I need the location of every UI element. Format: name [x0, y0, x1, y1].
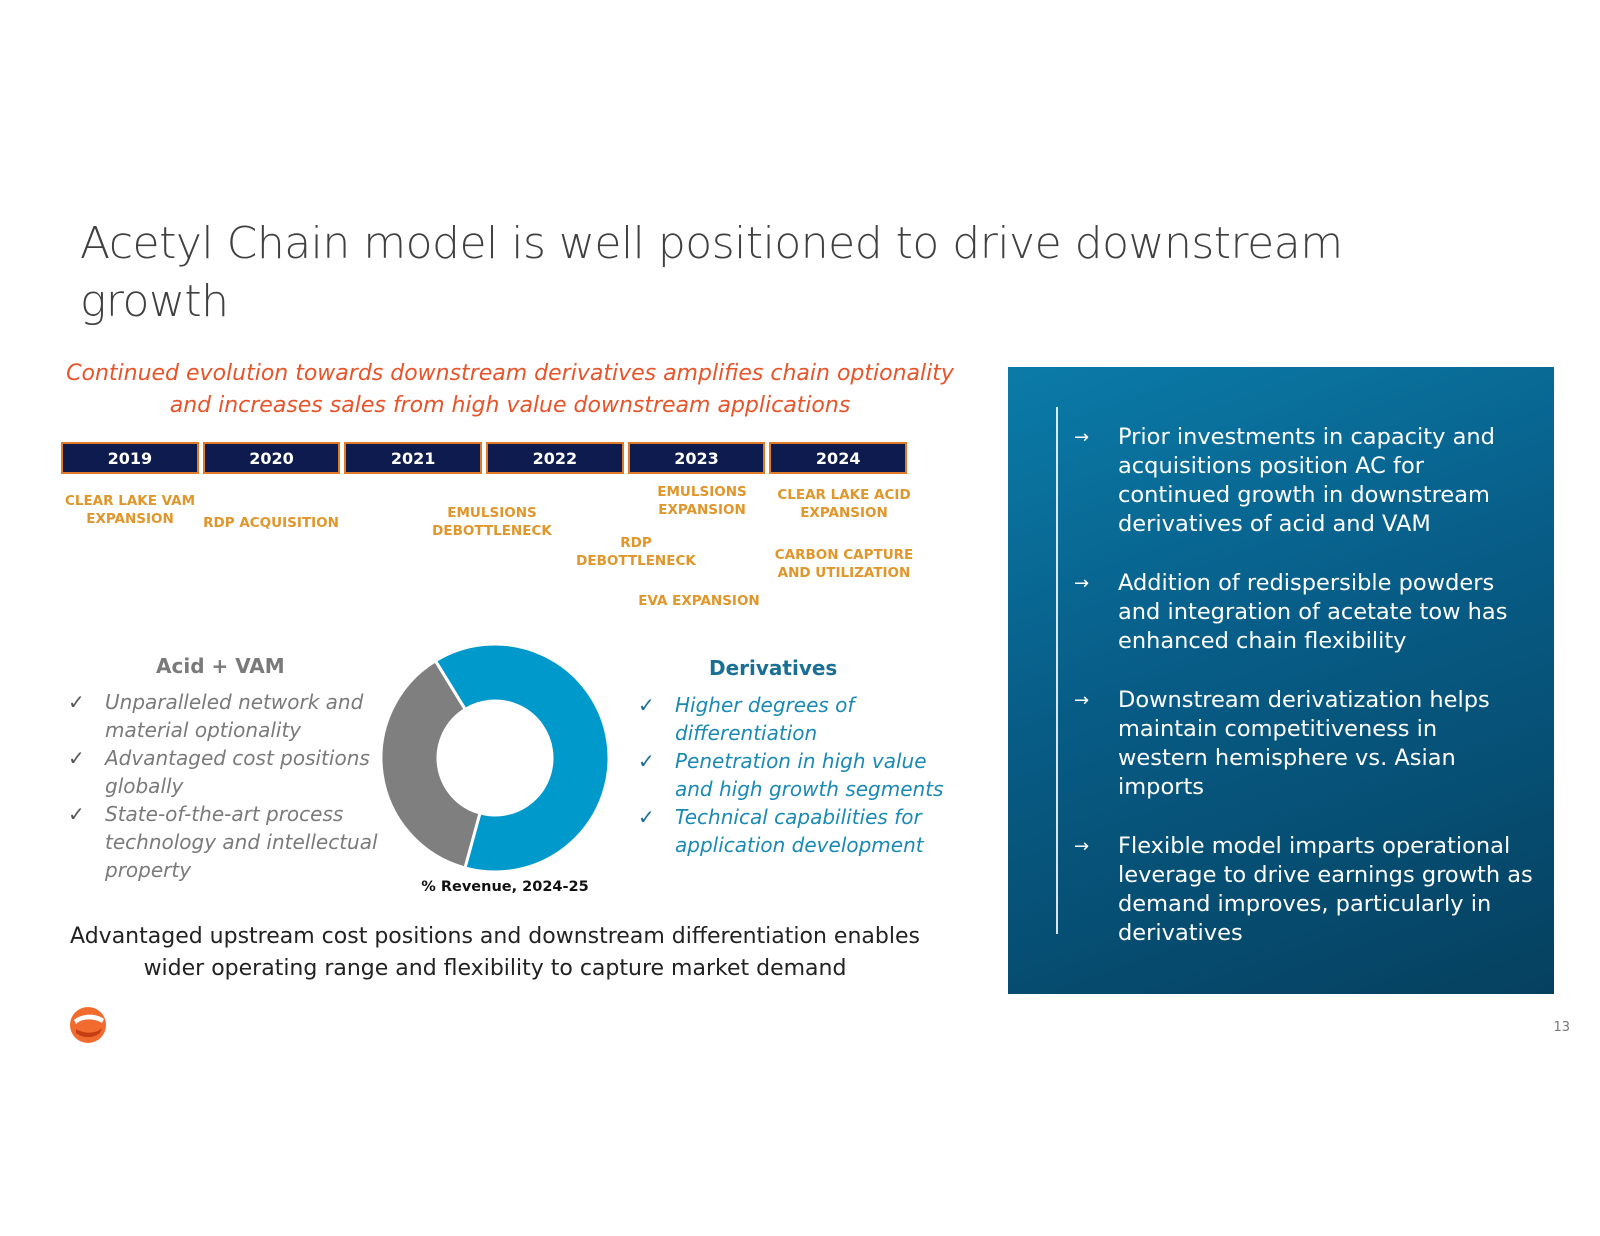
bottom-note: Advantaged upstream cost positions and d…	[70, 924, 920, 981]
panel-divider	[1056, 407, 1058, 934]
year-2020: 2020	[202, 442, 341, 474]
year-2022: 2022	[486, 442, 624, 474]
summary-panel: →Prior investments in capacity and acqui…	[1008, 367, 1554, 994]
panel-bullet-list: →Prior investments in capacity and acqui…	[1074, 423, 1534, 978]
event-clear-lake-acid: CLEAR LAKE ACID EXPANSION	[777, 487, 911, 521]
list-item: ✓Technical capabilities for application …	[638, 805, 924, 857]
year-2024: 2024	[769, 442, 908, 474]
event-emulsions-debottleneck: EMULSIONS DEBOTTLENECK	[432, 505, 552, 539]
arrow-right-icon: →	[1074, 427, 1090, 448]
event-rdp-acquisition: RDP ACQUISITION	[203, 515, 339, 531]
revenue-donut-chart	[379, 642, 611, 874]
list-item: →Addition of redispersible powders and i…	[1074, 570, 1508, 654]
list-item: ✓Penetration in high value and high grow…	[638, 749, 944, 801]
donut-slice-derivatives	[433, 642, 611, 874]
check-icon: ✓	[638, 749, 655, 773]
check-icon: ✓	[68, 746, 85, 770]
slide-title: Acetyl Chain model is well positioned to…	[80, 218, 1343, 327]
event-clear-lake-vam: CLEAR LAKE VAM EXPANSION	[64, 493, 196, 527]
arrow-right-icon: →	[1074, 690, 1090, 711]
list-item: ✓Unparalleled network and material optio…	[68, 690, 364, 742]
check-icon: ✓	[638, 693, 655, 717]
event-emulsions-expansion: EMULSIONS EXPANSION	[657, 484, 747, 518]
arrow-right-icon: →	[1074, 836, 1090, 857]
derivatives-heading: Derivatives	[709, 656, 838, 680]
event-eva-expansion: EVA EXPANSION	[638, 593, 760, 609]
arrow-right-icon: →	[1074, 573, 1090, 594]
slide-subtitle: Continued evolution towards downstream d…	[66, 361, 954, 418]
chart-title: % Revenue, 2024-25	[421, 879, 589, 895]
list-item: →Flexible model imparts operational leve…	[1074, 833, 1533, 946]
acid-vam-list: ✓Unparalleled network and material optio…	[68, 688, 388, 884]
donut-slice-acid-vam	[379, 658, 482, 870]
year-2023: 2023	[627, 442, 766, 474]
event-rdp-debottleneck: RDP DEBOTTLENECK	[576, 535, 696, 569]
list-item: ✓Higher degrees of differentiation	[638, 693, 855, 745]
acid-vam-heading: Acid + VAM	[156, 654, 285, 678]
page-number: 13	[1553, 1020, 1570, 1035]
event-carbon-capture: CARBON CAPTURE AND UTILIZATION	[774, 547, 914, 581]
check-icon: ✓	[68, 802, 85, 826]
year-2019: 2019	[61, 442, 199, 474]
derivatives-list: ✓Higher degrees of differentiation ✓Pene…	[638, 691, 958, 859]
list-item: ✓State-of-the-art process technology and…	[68, 802, 378, 882]
timeline-years: 2019 2020 2021 2022 2023 2024	[61, 442, 908, 474]
check-icon: ✓	[638, 805, 655, 829]
check-icon: ✓	[68, 690, 85, 714]
list-item: →Downstream derivatization helps maintai…	[1074, 687, 1490, 800]
company-logo-icon	[70, 1007, 106, 1043]
list-item: →Prior investments in capacity and acqui…	[1074, 424, 1495, 537]
list-item: ✓Advantaged cost positions globally	[68, 746, 370, 798]
year-2021: 2021	[344, 442, 483, 474]
